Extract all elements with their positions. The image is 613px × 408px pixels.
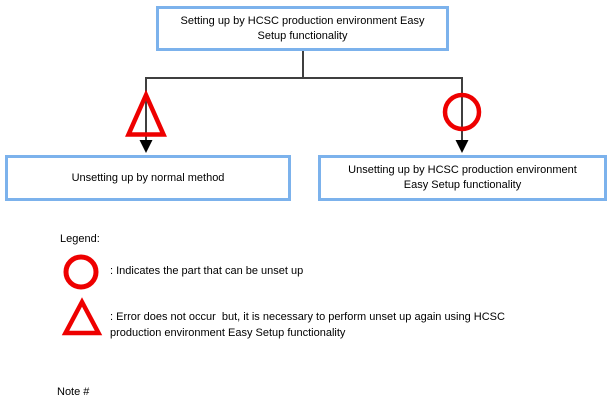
connector-lines <box>145 51 463 142</box>
flow-circle-icon <box>442 92 482 132</box>
legend-triangle-description: : Error does not occur but, it is necess… <box>110 309 505 341</box>
box-unsetting-easy-setup-line1: Unsetting up by HCSC production environm… <box>348 164 577 176</box>
legend-title: Legend: <box>60 233 100 245</box>
legend-circle-description: : Indicates the part that can be unset u… <box>110 265 304 277</box>
flow-triangle-icon <box>125 89 167 137</box>
legend-triangle-description-line2: production environment Easy Setup functi… <box>110 327 346 339</box>
arrowhead-right-icon <box>455 140 469 153</box>
box-setting-up: Setting up by HCSC production environmen… <box>156 6 449 51</box>
legend-triangle-icon <box>61 297 103 336</box>
legend-circle-icon <box>63 254 99 290</box>
box-setting-up-line2: Setup functionality <box>257 29 348 42</box>
box-unsetting-easy-setup-line2: Easy Setup functionality <box>403 179 522 191</box>
legend-triangle-description-line1: : Error does not occur but, it is necess… <box>110 311 505 323</box>
note-title: Note # <box>57 386 90 398</box>
box-unsetting-normal-line1: Unsetting up by normal method <box>71 171 225 184</box>
box-setting-up-line1: Setting up by HCSC production environmen… <box>180 14 425 27</box>
box-unsetting-normal: Unsetting up by normal method <box>5 155 291 201</box>
arrowhead-left-icon <box>139 140 153 153</box>
box-unsetting-easy-setup: Unsetting up by HCSC production environm… <box>318 155 607 201</box>
